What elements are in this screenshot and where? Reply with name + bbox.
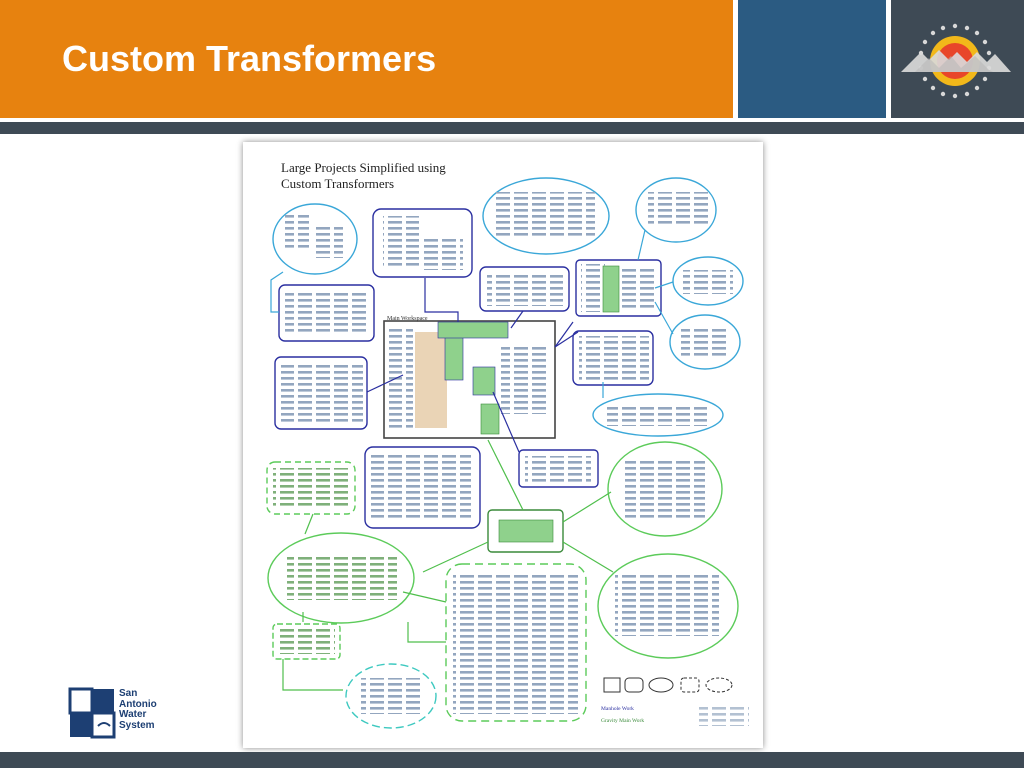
diagram-node	[278, 284, 375, 342]
header-orange-panel	[0, 0, 733, 118]
diagram-node	[482, 177, 610, 255]
diagram-node	[266, 461, 356, 515]
main-workspace-box	[383, 320, 556, 439]
diagram-node	[572, 330, 654, 386]
workflow-poster: Large Projects Simplified using Custom T…	[243, 142, 763, 748]
diagram-node	[669, 314, 741, 370]
workflow-diagram: Main Workspace	[266, 177, 749, 729]
saws-line2: Antonio	[119, 698, 157, 710]
diagram-node	[592, 393, 724, 437]
legend-manhole-label: Manhole Work	[601, 706, 634, 712]
poster-title-line2: Custom Transformers	[281, 176, 395, 191]
diagram-node	[345, 663, 437, 729]
fme-logo-icon	[895, 18, 1015, 104]
legend-gravity-label: Gravity Main Work	[601, 718, 644, 724]
diagram-node	[635, 177, 717, 243]
diagram-node	[672, 256, 744, 306]
legend-rect	[603, 677, 621, 693]
diagram-node	[274, 356, 368, 430]
legend-dashed-rect	[680, 677, 700, 693]
header-blue-panel	[738, 0, 886, 118]
diagram-node	[487, 509, 564, 553]
diagram-node	[372, 208, 473, 278]
header-divider-bar	[0, 122, 1024, 134]
saws-line1: San	[119, 688, 138, 699]
diagram-node	[479, 266, 570, 312]
footer-bar	[0, 752, 1024, 768]
diagram-node	[575, 259, 662, 317]
legend-dashed-ellipse	[705, 677, 733, 693]
main-workspace-label: Main Workspace	[387, 316, 428, 322]
legend-rounded-rect	[624, 677, 644, 693]
diagram-node	[607, 441, 723, 537]
diagram-node	[364, 446, 481, 529]
diagram-node	[272, 623, 341, 660]
diagram-node	[272, 203, 358, 275]
slide-title: Custom Transformers	[62, 38, 437, 79]
diagram-node	[445, 563, 587, 722]
poster-title: Large Projects Simplified using Custom T…	[281, 160, 521, 192]
poster-title-line1: Large Projects Simplified using	[281, 160, 446, 175]
slide-header: Custom Transformers	[0, 0, 1024, 118]
saws-logo	[68, 686, 163, 741]
diagram-node	[267, 532, 415, 624]
saws-line3: Water	[119, 709, 147, 720]
saws-logo-text: San Antonio Water System	[119, 688, 157, 731]
saws-line4: System	[119, 719, 155, 731]
legend-ellipse	[648, 677, 674, 693]
diagram-node	[518, 449, 599, 488]
diagram-node	[597, 553, 739, 659]
